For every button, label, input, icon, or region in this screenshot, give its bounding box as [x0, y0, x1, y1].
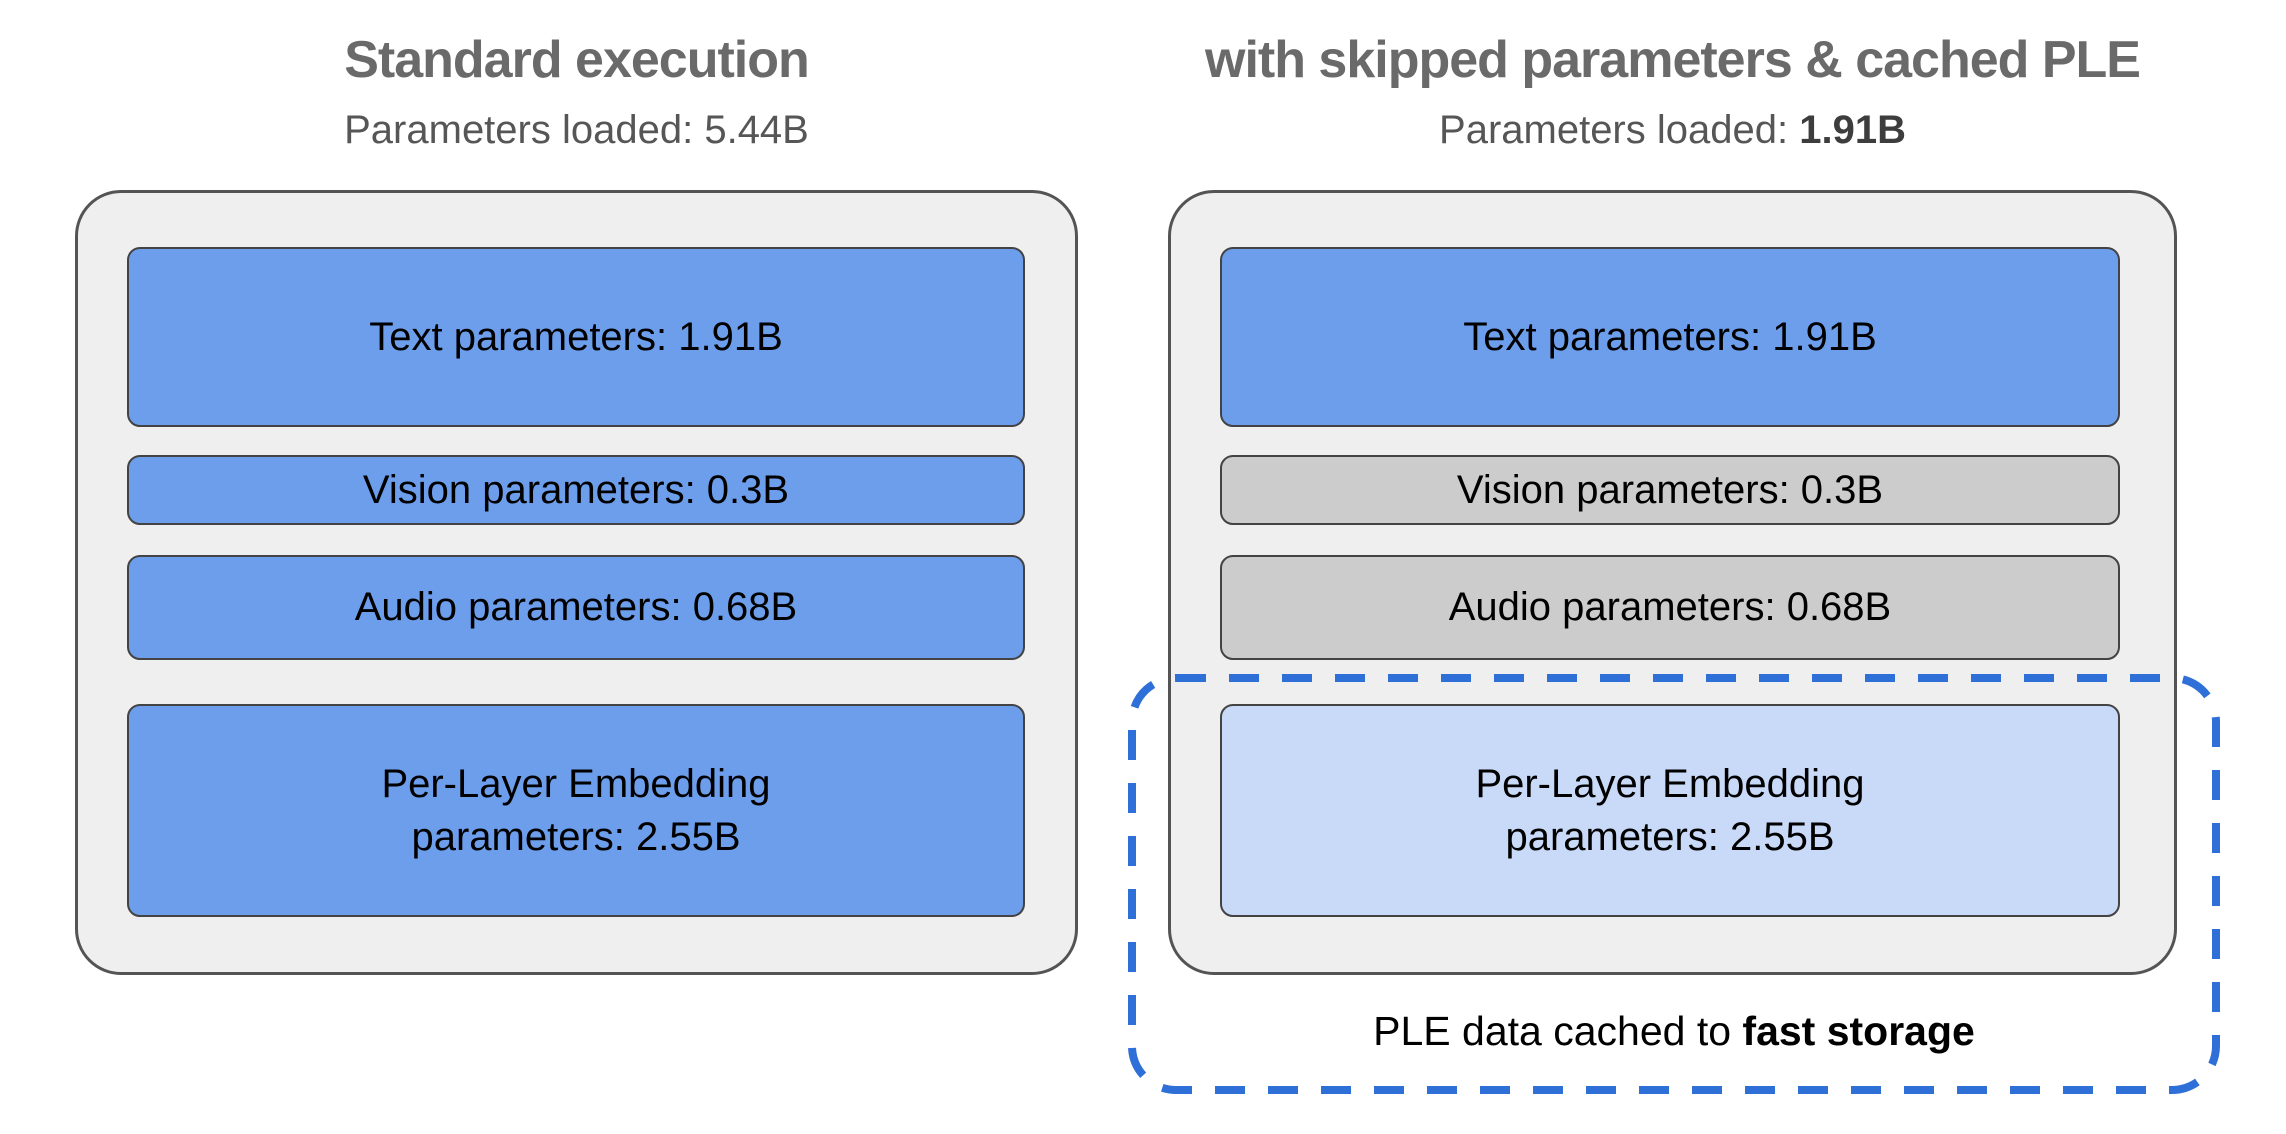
skipped-parameters-loaded: Parameters loaded: 1.91B — [1168, 108, 2177, 153]
standard-execution-title: Standard execution — [344, 31, 810, 89]
standard-model-container: Text parameters: 1.91B Vision parameters… — [75, 190, 1078, 975]
ple-cache-caption-prefix: PLE data cached to — [1373, 1008, 1743, 1054]
ple-label-line2: parameters: 2.55B — [1505, 814, 1835, 859]
audio-parameters-label: Audio parameters: 0.68B — [354, 585, 798, 630]
ple-parameters-label: Per-Layer Embedding parameters: 2.55B — [1475, 758, 1864, 864]
audio-parameters-box-skipped: Audio parameters: 0.68B — [1220, 555, 2120, 660]
skipped-model-container: Text parameters: 1.91B Vision parameters… — [1168, 190, 2177, 975]
ple-parameters-label: Per-Layer Embedding parameters: 2.55B — [381, 758, 770, 864]
vision-parameters-label: Vision parameters: 0.3B — [1456, 467, 1884, 512]
audio-parameters-label: Audio parameters: 0.68B — [1448, 585, 1892, 630]
ple-parameters-box-cached: Per-Layer Embedding parameters: 2.55B — [1220, 704, 2120, 917]
ple-label-line1: Per-Layer Embedding — [1475, 761, 1865, 806]
audio-parameters-box: Audio parameters: 0.68B — [127, 555, 1025, 660]
ple-cache-caption-bold: fast storage — [1742, 1008, 1975, 1054]
parameters-loaded-label: Parameters loaded: — [344, 108, 705, 152]
vision-parameters-label: Vision parameters: 0.3B — [362, 467, 790, 512]
ple-parameters-box: Per-Layer Embedding parameters: 2.55B — [127, 704, 1025, 917]
parameters-loaded-label: Parameters loaded: — [1439, 108, 1800, 152]
skipped-parameters-title: with skipped parameters & cached PLE — [1205, 31, 2141, 89]
text-parameters-box: Text parameters: 1.91B — [1220, 247, 2120, 427]
standard-parameters-loaded: Parameters loaded: 5.44B — [75, 108, 1078, 153]
parameters-loaded-value: 5.44B — [704, 108, 809, 152]
text-parameters-label: Text parameters: 1.91B — [369, 314, 783, 359]
text-parameters-label: Text parameters: 1.91B — [1463, 314, 1877, 359]
ple-label-line1: Per-Layer Embedding — [381, 761, 771, 806]
vision-parameters-box-skipped: Vision parameters: 0.3B — [1220, 455, 2120, 525]
ple-label-line2: parameters: 2.55B — [411, 814, 741, 859]
ple-cache-caption: PLE data cached to fast storage — [1132, 1008, 2216, 1055]
parameters-loaded-value: 1.91B — [1799, 108, 1906, 152]
text-parameters-box: Text parameters: 1.91B — [127, 247, 1025, 427]
vision-parameters-box: Vision parameters: 0.3B — [127, 455, 1025, 525]
